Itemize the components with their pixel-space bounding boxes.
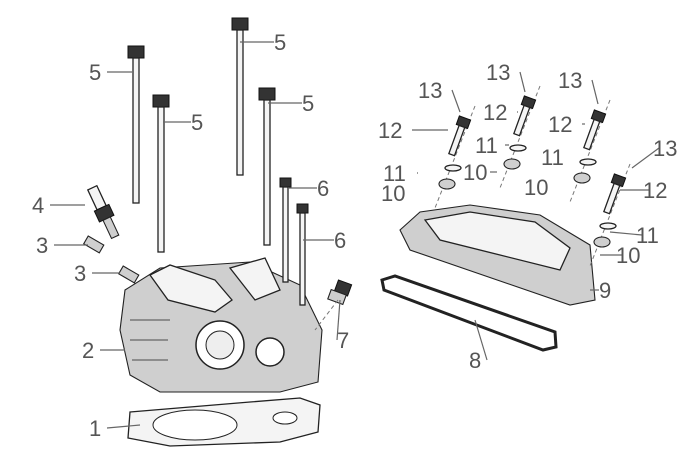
- callout-grommet-a: 10: [381, 181, 405, 206]
- cover-fasteners: [434, 85, 631, 267]
- callout-seal-b: 13: [486, 60, 510, 85]
- cover-gasket: [380, 274, 558, 352]
- callout-head-bolt-d: 5: [302, 91, 314, 116]
- callout-head-bolt-c: 5: [274, 30, 286, 55]
- callout-washer-a: 11: [383, 161, 406, 186]
- callout-grommet-b: 10: [463, 160, 487, 185]
- leader-lines: [50, 41, 660, 429]
- spark-plug: [86, 184, 120, 240]
- washer: [599, 222, 617, 230]
- callout-cover-bolt-c: 12: [548, 112, 572, 137]
- callout-cover-gasket: 8: [469, 348, 481, 373]
- callout-temp-sensor: 7: [337, 328, 349, 353]
- leader-line: [106, 424, 141, 429]
- leader-line: [631, 147, 660, 169]
- cover-bolt: [513, 95, 537, 137]
- washer: [579, 158, 597, 166]
- cover-bolt: [448, 115, 472, 157]
- callout-seal-c: 13: [558, 68, 582, 93]
- callout-gasket-head: 1: [89, 416, 101, 441]
- callout-washer-d: 11: [636, 223, 659, 248]
- cover-bolt: [603, 173, 627, 215]
- leader-line: [519, 71, 526, 93]
- leader-line: [474, 319, 488, 361]
- grommet: [438, 178, 456, 190]
- dowel-pin: [117, 265, 140, 284]
- callout-grommet-d: 10: [616, 243, 640, 268]
- callout-cover-bolt-b: 12: [483, 100, 507, 125]
- leader-line: [591, 79, 599, 105]
- callout-washer-b: 11: [475, 133, 498, 158]
- callout-cover-bolt-d: 12: [643, 178, 667, 203]
- grommet: [573, 172, 591, 184]
- cover-bolt: [583, 109, 607, 151]
- temp-sensor: [327, 279, 353, 306]
- callout-cylinder-head: 2: [82, 338, 94, 363]
- callout-spark-plug: 4: [32, 193, 44, 218]
- callout-bolt-short-a: 6: [317, 176, 329, 201]
- dowel-pin: [82, 235, 105, 254]
- washer: [509, 144, 527, 152]
- callout-grommet-c: 10: [524, 175, 548, 200]
- grommet: [503, 158, 521, 170]
- callout-dowel-pin-a: 3: [36, 233, 48, 258]
- leader-line: [451, 89, 461, 113]
- callout-washer-c: 11: [541, 145, 564, 170]
- washer: [444, 164, 462, 172]
- callout-dowel-pin-b: 3: [74, 261, 86, 286]
- callout-seal-a: 13: [418, 78, 442, 103]
- callout-cylinder-head-cover: 9: [599, 278, 611, 303]
- callout-seal-d: 13: [653, 136, 677, 161]
- callout-head-bolt-a: 5: [89, 60, 101, 85]
- head-gasket: [127, 397, 321, 447]
- cylinder-head: [119, 257, 323, 393]
- head-bolts: [127, 17, 276, 253]
- cylinder-head-cover: [399, 204, 596, 306]
- leader-line: [609, 231, 643, 236]
- callout-bolt-short-b: 6: [334, 228, 346, 253]
- leader-line: [336, 299, 341, 341]
- callout-head-bolt-b: 5: [191, 110, 203, 135]
- short-bolts: [279, 177, 309, 306]
- grommet: [593, 236, 611, 248]
- callout-cover-bolt-a: 12: [378, 118, 402, 143]
